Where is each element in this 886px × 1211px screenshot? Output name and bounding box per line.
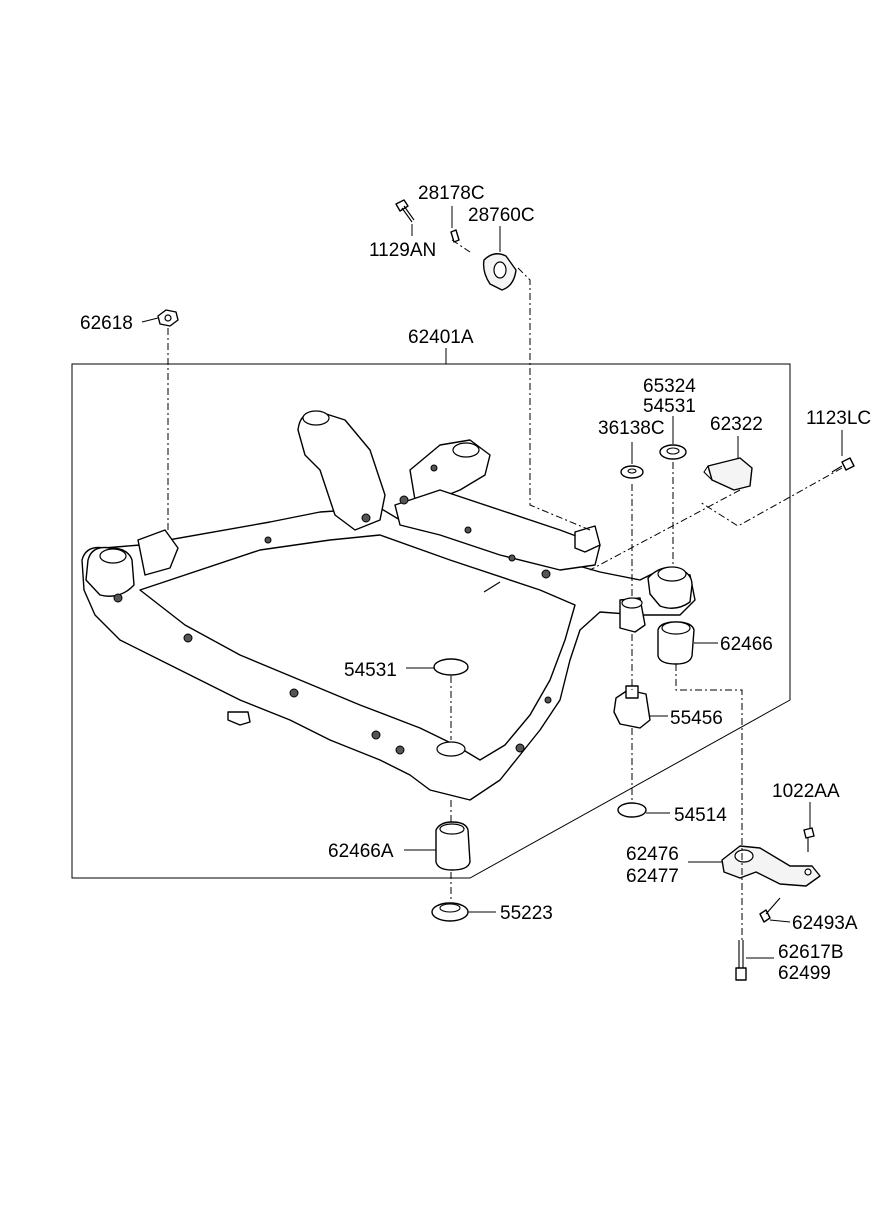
label-54514: 54514 <box>674 805 727 826</box>
bolt-62493A <box>759 897 781 923</box>
label-1123LC: 1123LC <box>806 408 871 429</box>
label-1022AA: 1022AA <box>772 781 840 802</box>
label-54531-mid: 54531 <box>344 660 397 681</box>
washer-65324-54531 <box>659 444 687 460</box>
leader-lines <box>141 206 843 959</box>
label-62401A: 62401A <box>408 327 474 348</box>
part-labels: 28178C 28760C 1129AN 62618 62401A 65324 … <box>80 183 871 984</box>
assembly-boundary-box <box>71 363 791 879</box>
label-55223: 55223 <box>500 903 553 924</box>
bushing-62466A <box>435 821 471 871</box>
label-62493A: 62493A <box>792 913 858 934</box>
crossmember-subframe <box>81 410 696 801</box>
label-62499: 62499 <box>778 963 831 984</box>
mount-bracket-62476-62477 <box>721 845 821 887</box>
washer-54531-mid <box>433 658 469 676</box>
label-62322: 62322 <box>710 414 763 435</box>
label-55456: 55456 <box>670 708 723 729</box>
washer-36138C <box>620 465 644 479</box>
label-36138C: 36138C <box>598 418 665 439</box>
bolt-1129AN <box>395 199 415 223</box>
pin-28178C <box>450 229 460 243</box>
bolt-62617B-62499 <box>735 940 747 981</box>
label-62477: 62477 <box>626 866 679 887</box>
label-62617B: 62617B <box>778 942 844 963</box>
nut-62618 <box>157 309 179 327</box>
rubber-hanger-28760C <box>482 253 517 291</box>
label-65324: 65324 <box>643 376 696 397</box>
bolt-1022AA <box>803 827 815 852</box>
stopper-55223 <box>431 902 469 922</box>
washer-54514 <box>617 802 647 818</box>
bracket-62322 <box>703 457 753 491</box>
label-62618: 62618 <box>80 313 133 334</box>
bushing-62466 <box>657 621 695 665</box>
label-62466: 62466 <box>720 634 773 655</box>
assembly-lines <box>167 239 843 940</box>
bracket-55456 <box>613 685 651 729</box>
label-28760C: 28760C <box>468 205 535 226</box>
label-28178C: 28178C <box>418 183 485 204</box>
label-62476: 62476 <box>626 844 679 865</box>
label-1129AN: 1129AN <box>369 240 436 261</box>
label-62466A: 62466A <box>328 841 394 862</box>
label-54531-top: 54531 <box>643 396 696 417</box>
bolt-1123LC <box>831 457 855 473</box>
